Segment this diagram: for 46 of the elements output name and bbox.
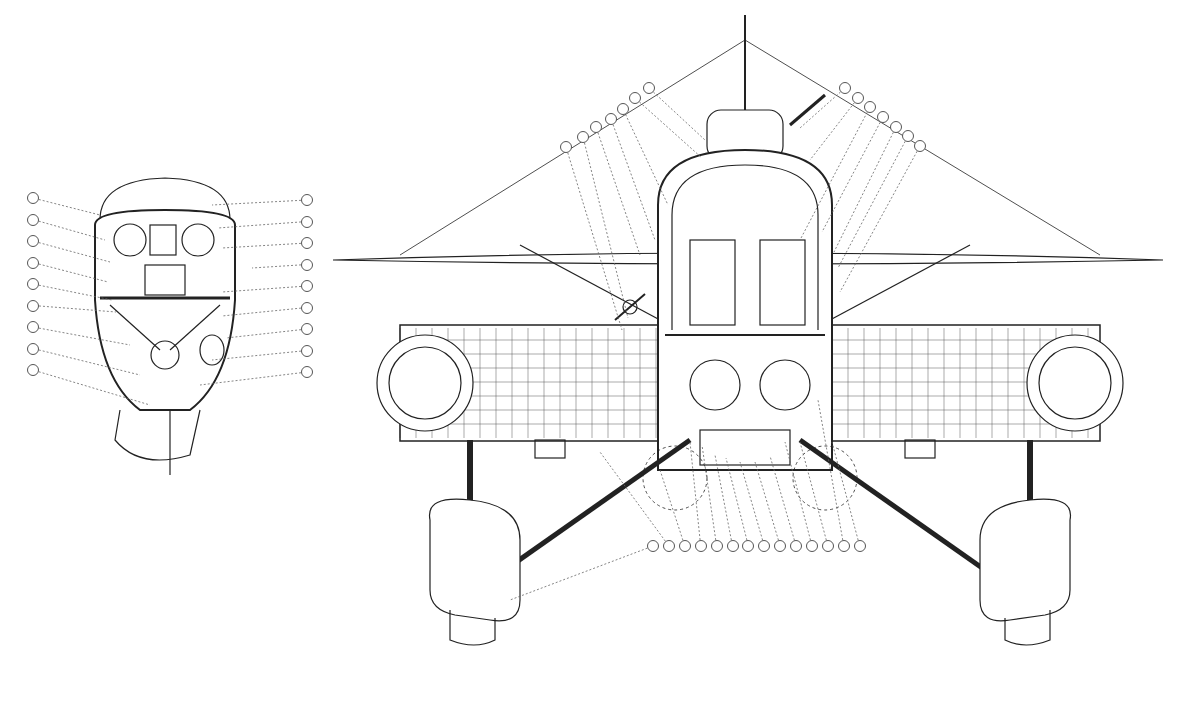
leader-line [817,399,844,541]
leader-line [754,461,779,541]
leader-line [38,327,131,346]
leader-line [625,114,669,206]
leader-line [639,101,703,159]
leader-line [831,441,859,541]
leader-line [701,444,717,541]
leader-line [217,221,302,229]
leader-line [821,121,881,233]
leader-line [599,451,666,542]
leader-line [38,263,109,283]
leader-line [225,329,302,339]
leader-line [211,199,302,206]
leader-line [784,441,811,541]
leader-line [769,455,795,541]
leader-line [714,454,732,541]
leader-line [659,469,684,541]
leader-line [567,152,623,331]
leader-line [509,547,648,601]
leader-line [38,284,113,301]
leader-line [689,441,701,541]
leader-line [211,350,302,361]
leader-line [839,150,918,293]
leader-line [38,242,111,263]
leader-line [38,220,106,241]
leader-line [833,132,894,253]
leader-line [799,111,868,241]
leader-line [653,91,706,141]
leader-line [38,199,101,216]
leader-line [199,372,302,386]
leader-line [612,124,656,241]
leader-line [221,307,302,317]
leader-line [251,264,302,269]
leader-line [799,441,827,541]
leader-line [725,457,748,541]
leader-line [221,242,302,249]
leader-line [38,349,141,376]
leader-line [597,132,641,256]
leader-line [799,91,841,129]
leader-line [809,102,855,161]
leader-line [38,305,117,313]
leader-line [221,286,302,293]
leader-line [38,371,151,406]
leader-line [584,142,629,319]
leader-line [837,140,906,269]
leader-line [739,461,764,541]
